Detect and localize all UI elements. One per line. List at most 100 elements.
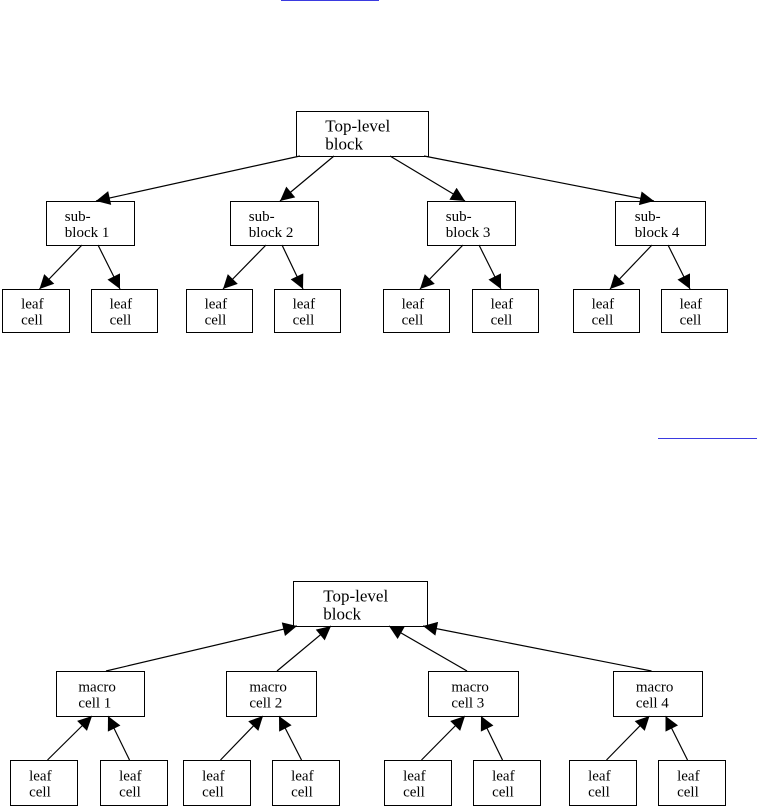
bottom-up-child-block-3-label-line-1: macro bbox=[451, 680, 488, 696]
top-down-arrow-child-4-to-leaf-2 bbox=[667, 244, 691, 290]
bottom-up-leaf-cell-1-2-frame bbox=[100, 760, 168, 806]
top-down-arrow-root-to-child-3 bbox=[389, 155, 466, 202]
top-down-child-block-4-label-line-1: sub- bbox=[635, 209, 661, 225]
top-down-leaf-cell-4-1-frame bbox=[573, 289, 640, 333]
bottom-up-root-block-label-line-1: Top-level bbox=[323, 587, 388, 606]
bottom-up-leaf-cell-2-1-label-line-1: leaf bbox=[202, 769, 224, 785]
figure-link-underline[interactable] bbox=[658, 438, 757, 439]
top-down-child-block-1-label-line-1: sub- bbox=[65, 209, 91, 225]
bottom-up-leaf-cell-2-2-label-line-2: cell bbox=[291, 785, 313, 801]
top-down-arrow-child-4-to-leaf-1 bbox=[609, 244, 653, 290]
top-down-leaf-cell-1-1-label-line-1: leaf bbox=[21, 297, 43, 313]
top-down-root-block-label-line-1: Top-level bbox=[325, 117, 390, 136]
top-down-leaf-cell-2-2-label-line-2: cell bbox=[293, 313, 315, 329]
bottom-up-leaf-cell-4-1-label-line-2: cell bbox=[588, 785, 610, 801]
bottom-up-arrow-leaf-2-to-child-1 bbox=[107, 715, 131, 761]
bottom-up-arrow-leaf-2-to-child-3 bbox=[480, 715, 504, 761]
bottom-up-leaf-cell-4-1-label-line-1: leaf bbox=[588, 769, 610, 785]
bottom-up-child-block-1-label-line-1: macro bbox=[78, 680, 115, 696]
bottom-up-leaf-cell-1-1-label-line-1: leaf bbox=[29, 769, 51, 785]
bottom-up-child-block-2-label-line-2: cell 2 bbox=[249, 696, 282, 712]
top-down-child-block-4: sub-block 4 bbox=[615, 201, 706, 246]
bottom-up-arrow-leaf-1-to-child-2 bbox=[220, 715, 264, 761]
top-down-leaf-cell-1-2-frame bbox=[91, 289, 158, 333]
top-down-root-block-frame bbox=[296, 111, 429, 157]
bottom-up-leaf-cell-1-1-label-line-2: cell bbox=[29, 785, 51, 801]
bottom-up-arrow-child-4-to-root bbox=[422, 621, 652, 672]
bottom-up-leaf-cell-3-2-label-line-1: leaf bbox=[492, 769, 514, 785]
bottom-up-leaf-cell-4-1-frame bbox=[569, 760, 637, 806]
bottom-up-leaf-cell-2-2-frame bbox=[272, 760, 340, 806]
top-down-leaf-cell-2-2-label-line-1: leaf bbox=[293, 297, 315, 313]
top-down-leaf-cell-3-2-label-line-1: leaf bbox=[491, 297, 513, 313]
bottom-up-leaf-cell-3-1-label-line-2: cell bbox=[403, 785, 425, 801]
figure-link-underline[interactable] bbox=[281, 0, 379, 1]
top-down-arrow-child-3-to-leaf-1 bbox=[419, 244, 464, 290]
top-down-child-block-3-frame bbox=[427, 201, 516, 246]
bottom-up-arrow-child-1-to-root bbox=[105, 622, 298, 672]
top-down-arrow-child-3-to-leaf-2 bbox=[478, 244, 502, 290]
top-down-child-block-2-label-line-2: block 2 bbox=[249, 225, 294, 241]
bottom-up-leaf-cell-1-2-label-line-2: cell bbox=[119, 785, 141, 801]
top-down-leaf-cell-4-1-label-line-2: cell bbox=[592, 313, 614, 329]
top-down-child-block-4-label-line-2: block 4 bbox=[635, 225, 680, 241]
bottom-up-arrow-leaf-2-to-child-4 bbox=[664, 715, 689, 761]
bottom-up-leaf-cell-3-2-frame bbox=[473, 760, 541, 806]
top-down-child-block-2: sub-block 2 bbox=[230, 201, 319, 246]
bottom-up-leaf-cell-1-2-label-line-1: leaf bbox=[119, 769, 141, 785]
bottom-up-leaf-cell-4-2-label-line-2: cell bbox=[677, 785, 699, 801]
top-down-leaf-cell-1-1-frame bbox=[2, 289, 70, 333]
bottom-up-arrow-child-2-to-root bbox=[276, 625, 332, 672]
top-down-leaf-cell-3-1-label-line-1: leaf bbox=[402, 297, 424, 313]
bottom-up-leaf-cell-3-2-label-line-2: cell bbox=[492, 785, 514, 801]
bottom-up-child-block-4-label-line-1: macro bbox=[636, 680, 673, 696]
bottom-up-root-block-label-line-2: block bbox=[323, 605, 361, 624]
bottom-up-leaf-cell-1-1-frame bbox=[10, 760, 78, 806]
bottom-up-arrow-leaf-1-to-child-3 bbox=[421, 715, 466, 761]
bottom-up-child-block-2-frame bbox=[226, 671, 317, 717]
bottom-up-arrow-leaf-1-to-child-1 bbox=[47, 715, 93, 761]
top-down-arrow-child-1-to-leaf-1 bbox=[39, 244, 83, 290]
top-down-child-block-1: sub-block 1 bbox=[46, 201, 135, 246]
top-down-leaf-cell-4-1-label-line-1: leaf bbox=[592, 297, 614, 313]
top-down-leaf-cell-4-2-label-line-1: leaf bbox=[680, 297, 702, 313]
top-down-leaf-cell-4-2-frame bbox=[661, 289, 728, 333]
bottom-up-leaf-cell-4-2-label-line-1: leaf bbox=[677, 769, 699, 785]
top-down-child-block-3-label-line-1: sub- bbox=[446, 209, 472, 225]
top-down-child-block-2-label-line-1: sub- bbox=[249, 209, 275, 225]
top-down-leaf-cell-2-1-label-line-2: cell bbox=[205, 313, 227, 329]
top-down-child-block-3: sub-block 3 bbox=[427, 201, 516, 246]
top-down-child-block-3-label-line-2: block 3 bbox=[446, 225, 491, 241]
top-down-root-block-label-line-2: block bbox=[325, 135, 363, 154]
top-down-leaf-cell-1-1-label-line-2: cell bbox=[21, 313, 43, 329]
bottom-up-leaf-cell-2-1-label-line-2: cell bbox=[202, 785, 224, 801]
top-down-child-block-1-frame bbox=[46, 201, 135, 246]
bottom-up-child-block-1-label-line-2: cell 1 bbox=[78, 696, 111, 712]
top-down-leaf-cell-2-2-frame bbox=[274, 289, 341, 333]
top-down-arrow-root-to-child-2 bbox=[279, 155, 335, 202]
top-down-leaf-cell-2-1-frame bbox=[186, 289, 253, 333]
top-down-leaf-cell-3-1-label-line-2: cell bbox=[402, 313, 424, 329]
top-down-leaf-cell-1-2-label-line-1: leaf bbox=[110, 297, 132, 313]
top-down-leaf-cell-4-2-label-line-2: cell bbox=[680, 313, 702, 329]
bottom-up-root-block-frame bbox=[293, 581, 428, 627]
top-down-arrow-root-to-child-4 bbox=[423, 155, 655, 206]
